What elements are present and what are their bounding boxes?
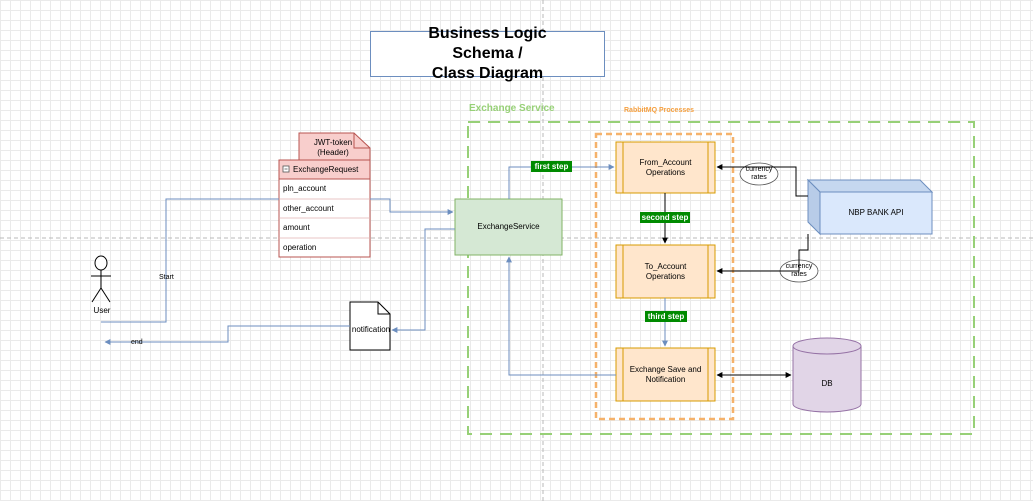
- from-account-label: From_Account Operations: [639, 157, 692, 177]
- to-account-label: To_Account Operations: [644, 261, 687, 281]
- edge-request-to-service: [370, 198, 454, 215]
- exchange-service-box: [454, 198, 563, 256]
- start-edge-label: Start: [159, 274, 174, 281]
- edge-notification-to-end: [104, 325, 350, 345]
- second-step-tag: second step: [640, 212, 690, 223]
- user-actor: [91, 255, 111, 303]
- edge-service-to-from: [508, 164, 615, 199]
- exchange-service-label: ExchangeService: [477, 222, 540, 231]
- first-step-tag: first step: [531, 161, 572, 172]
- jwt-token-label: JWT-token (Header): [313, 138, 353, 157]
- db-cylinder: [792, 337, 862, 413]
- to-account-box: [615, 244, 716, 299]
- edge-api-to-to: [716, 234, 809, 274]
- rabbitmq-group: [594, 132, 735, 421]
- third-step-tag: third step: [645, 311, 687, 322]
- field-other-account: other_account: [283, 204, 334, 213]
- jwt-token-note: [298, 132, 371, 161]
- exchange-request-header: [278, 159, 371, 180]
- end-edge-label: end: [131, 339, 143, 346]
- exchange-service-group-label: Exchange Service: [469, 103, 555, 114]
- title-line-1: Business Logic Schema /: [428, 25, 547, 62]
- edge-user-to-request: [101, 198, 279, 323]
- exchange-save-label: Exchange Save and Notification: [629, 364, 702, 384]
- currency-rates-label-2: currency rates: [785, 263, 813, 278]
- notification-label: notification: [351, 325, 391, 334]
- edge-api-to-from: [716, 164, 808, 197]
- user-label: User: [93, 306, 111, 315]
- currency-rates-label-1: currency rates: [745, 166, 773, 181]
- nbp-api-label: NBP BANK API: [848, 208, 904, 217]
- db-label: DB: [821, 379, 833, 388]
- diagram-title: Business Logic Schema / Class Diagram: [370, 25, 605, 82]
- exchange-service-group: [467, 121, 975, 435]
- edge-save-to-service: [506, 256, 616, 376]
- edge-service-to-notification: [391, 228, 455, 333]
- exchange-request-title: ExchangeRequest: [293, 165, 359, 174]
- exchange-save-box: [615, 347, 716, 402]
- currency-rates-ellipse-1: [739, 162, 779, 186]
- from-account-box: [615, 141, 716, 194]
- jwt-token-note-fold: [353, 133, 370, 149]
- field-pln-account: pln_account: [283, 184, 327, 193]
- nbp-api-box: [806, 178, 934, 236]
- title-line-2: Class Diagram: [431, 65, 544, 82]
- field-amount: amount: [283, 223, 310, 232]
- field-operation: operation: [283, 243, 317, 252]
- rabbitmq-group-label: RabbitMQ Processes: [624, 107, 695, 114]
